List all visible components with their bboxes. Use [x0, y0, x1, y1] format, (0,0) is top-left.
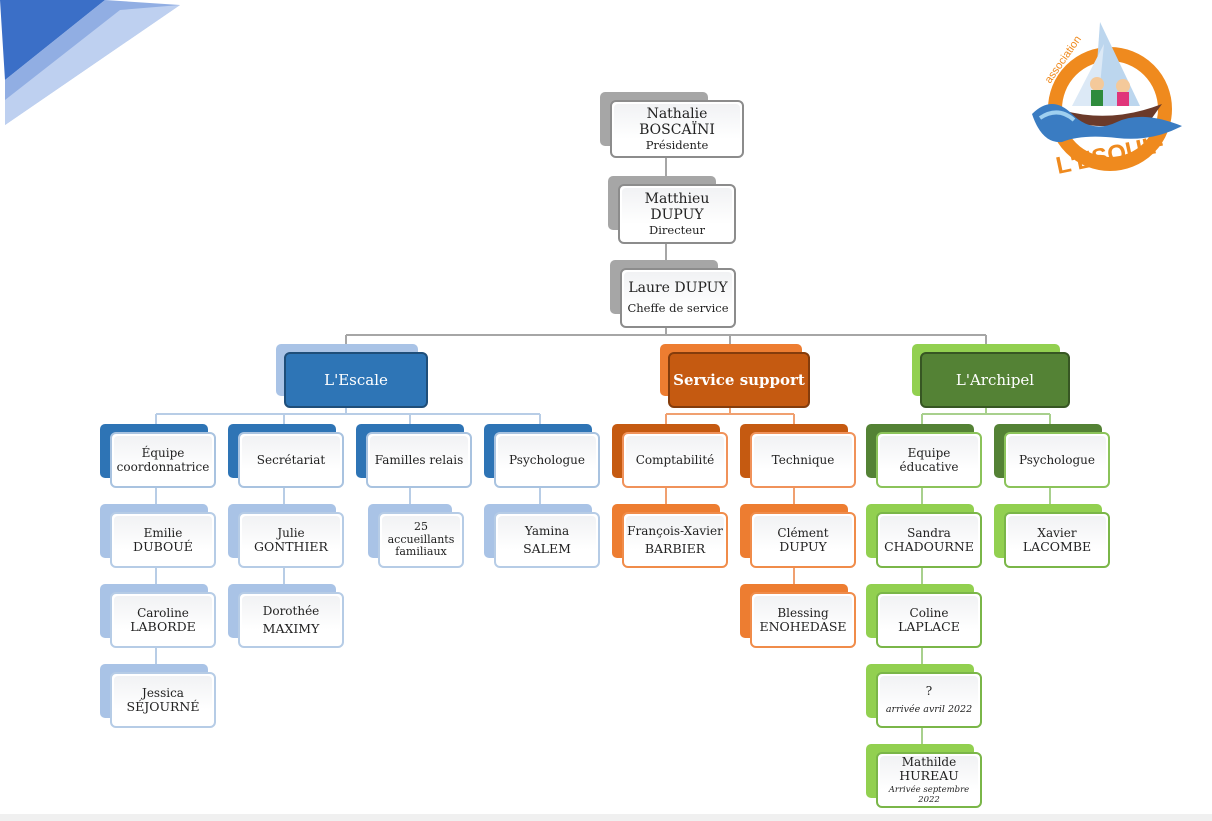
dept-support-label: Service support — [668, 352, 810, 408]
families-count-line3: familiaux — [395, 545, 447, 559]
member-caroline-last: LABORDE — [130, 618, 196, 634]
head-role: Cheffe de service — [627, 301, 729, 316]
member-dorothee-first: Dorothée — [262, 603, 320, 618]
member-mathilde-first: Mathilde — [901, 754, 957, 769]
member-sandra-last: CHADOURNE — [884, 538, 974, 554]
member-unknown-note: arrivée avril 2022 — [885, 704, 973, 716]
team-secretariat-label: Secrétariat — [256, 452, 326, 467]
team-coordination-line2: coordonnatrice — [116, 460, 210, 474]
member-emilie-first: Emilie — [143, 525, 183, 540]
director-role: Directeur — [649, 222, 705, 237]
president-last-name: BOSCAÏNI — [639, 122, 715, 139]
member-jessica-last: SÉJOURNÉ — [126, 698, 200, 714]
team-technical-label: Technique — [771, 452, 835, 467]
bottom-strip — [0, 814, 1212, 821]
member-coline-last: LAPLACE — [898, 618, 960, 634]
team-escale-psychologist-label: Psychologue — [509, 452, 585, 467]
member-francois-first: François-Xavier — [627, 523, 723, 538]
families-count-line2: accueillants — [387, 532, 455, 546]
president-first-name: Nathalie — [646, 105, 708, 122]
member-clement-last: DUPUY — [779, 538, 827, 554]
member-blessing-last: ENOHEDASE — [759, 618, 847, 634]
member-jessica-first: Jessica — [142, 685, 184, 700]
esquif-logo: association L'ESQUIF — [1032, 22, 1182, 180]
member-yamina-last: SALEM — [523, 540, 571, 556]
member-blessing-first: Blessing — [777, 605, 829, 620]
dept-escale-label: L'Escale — [284, 352, 428, 408]
member-clement-first: Clément — [777, 525, 829, 540]
member-sandra-first: Sandra — [907, 525, 951, 540]
team-educational-line2: éducative — [899, 460, 959, 474]
member-xavier-last: LACOMBE — [1022, 538, 1092, 554]
director-last-name: DUPUY — [650, 207, 704, 224]
member-xavier-first: Xavier — [1037, 525, 1077, 540]
president-role: Présidente — [645, 137, 709, 152]
member-mathilde-note: Arrivée septembre 2022 — [888, 785, 970, 806]
member-julie-first: Julie — [277, 525, 305, 540]
member-coline-first: Coline — [909, 605, 949, 620]
member-mathilde-last: HUREAU — [899, 767, 959, 783]
team-families-label: Familles relais — [374, 452, 464, 467]
member-unknown-first: ? — [925, 684, 933, 699]
member-julie-last: GONTHIER — [254, 538, 328, 554]
dept-archipel-label: L'Archipel — [920, 352, 1070, 408]
team-accounting-label: Comptabilité — [635, 452, 715, 467]
member-emilie-last: DUBOUÉ — [133, 538, 193, 554]
team-educational-line1: Equipe — [907, 445, 951, 460]
director-first-name: Matthieu — [644, 190, 710, 207]
team-coordination-line1: Équipe — [141, 445, 185, 460]
team-archipel-psychologist-label: Psychologue — [1019, 452, 1095, 467]
member-yamina-first: Yamina — [524, 523, 570, 538]
families-count-line1: 25 — [414, 519, 428, 533]
corner-decoration — [0, 0, 180, 125]
member-caroline-first: Caroline — [137, 605, 189, 620]
member-francois-last: BARBIER — [644, 540, 706, 556]
member-dorothee-last: MAXIMY — [262, 620, 320, 636]
head-name: Laure DUPUY — [628, 279, 728, 296]
